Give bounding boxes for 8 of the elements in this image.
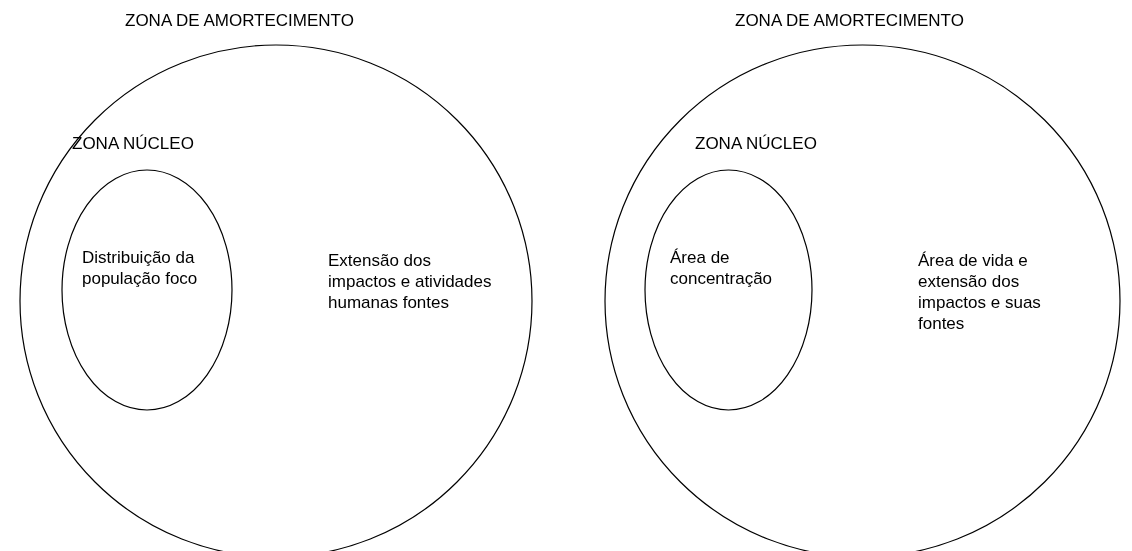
zone-description: Área de concentração [670, 247, 774, 289]
zone-description: Distribuição da população foco [82, 247, 199, 289]
zone-description: Extensão dos impactos e atividades humanas fontes [328, 250, 493, 313]
zone-title: ZONA NÚCLEO [72, 133, 194, 154]
zone-title: ZONA NÚCLEO [695, 133, 817, 154]
zone-title: ZONA DE AMORTECIMENTO [735, 10, 964, 31]
zone-title: ZONA DE AMORTECIMENTO [125, 10, 354, 31]
zone-description: Área de vida e extensão dos impactos e suas fontes [918, 250, 1042, 334]
